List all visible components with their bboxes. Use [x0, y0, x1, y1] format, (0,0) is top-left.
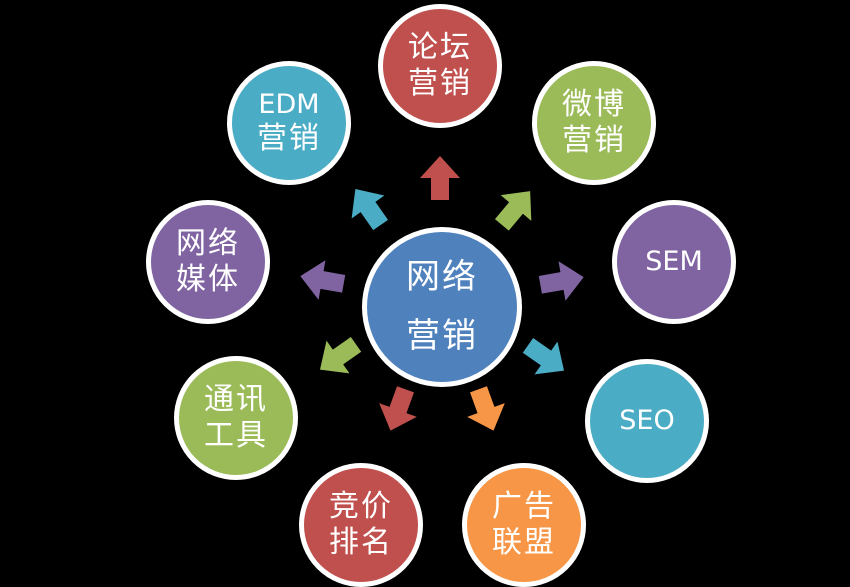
node-bidding-ranking: 竞价 排名 [299, 463, 423, 587]
center-label-line-1: 网络 [406, 256, 478, 297]
arrow-down-left-2-icon [308, 327, 368, 387]
node-sem: SEM [612, 200, 736, 324]
arrow-down-right-icon [516, 328, 576, 388]
arrow-up-right-icon [486, 178, 546, 238]
center-label-line-2: 营销 [406, 316, 478, 356]
node-label-line-1: SEO [619, 404, 675, 436]
node-label-line-1: 通讯 [204, 382, 268, 417]
arrow-right-icon [536, 257, 588, 305]
arrow-up-left-icon [338, 177, 398, 237]
node-web-media: 网络 媒体 [146, 200, 270, 324]
node-label-line-1: EDM [258, 88, 320, 120]
node-label-line-2: 营销 [562, 123, 626, 158]
node-label-line-2: 营销 [408, 66, 472, 101]
node-label-line-1: SEM [645, 245, 703, 277]
node-im-tools: 通讯 工具 [174, 356, 298, 480]
arrow-down-right-2-icon [459, 382, 513, 438]
node-label-line-2: 联盟 [492, 525, 556, 560]
node-forum-marketing: 论坛 营销 [378, 4, 502, 128]
node-label-line-1: 论坛 [408, 30, 472, 65]
diagram-canvas: 网络 营销 论坛 营销 微博 营销 SEM SEO 广告 联盟 竞价 排名 通讯… [146, 4, 736, 587]
node-label-line-2: 媒体 [176, 262, 240, 297]
arrow-up-icon [420, 156, 460, 200]
node-edm-marketing: EDM 营销 [227, 61, 351, 185]
node-seo: SEO [585, 359, 709, 483]
node-label-line-2: 工具 [204, 418, 268, 453]
node-label-line-1: 竞价 [329, 489, 393, 524]
arrow-left-icon [296, 256, 348, 304]
node-label-line-1: 广告 [492, 489, 556, 524]
arrow-down-left-icon [371, 382, 425, 438]
node-label-line-1: 微博 [562, 87, 626, 122]
node-label-line-2: 营销 [257, 121, 321, 157]
node-label-line-1: 网络 [176, 226, 240, 261]
node-label-line-2: 排名 [329, 525, 393, 560]
node-ad-union: 广告 联盟 [462, 463, 586, 587]
node-weibo-marketing: 微博 营销 [532, 61, 656, 185]
center-hub-network-marketing: 网络 营销 [362, 227, 522, 387]
